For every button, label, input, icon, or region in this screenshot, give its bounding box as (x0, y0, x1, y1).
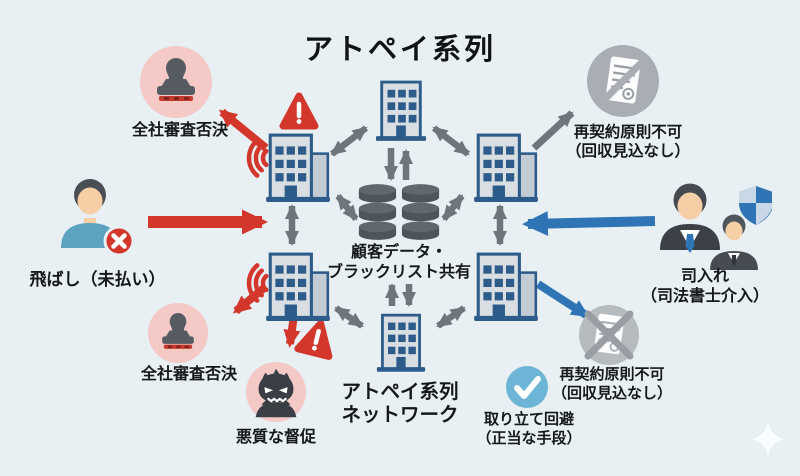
label-reject-top: 全社審査否決 (131, 122, 228, 139)
face (77, 187, 103, 215)
network-link-arrows (285, 110, 575, 329)
building-icon-top-left (264, 131, 332, 203)
label-tobashi: 飛ばし（未払い） (29, 270, 166, 289)
link-bottomleft-bottomcenter (334, 305, 364, 329)
rejection-stamp-icon-bottom (148, 303, 208, 363)
label-recontract-bottom-line1: 再契約原則不可 (559, 366, 665, 383)
signal-waves-icon-bottom (246, 263, 269, 303)
lawyers-icon (660, 183, 772, 270)
villain-icon (245, 361, 307, 423)
label-network: アトペイ系列 ネットワーク (325, 381, 475, 427)
link-topright-topcenter (432, 125, 470, 157)
warning-triangle-icon-bottom (294, 319, 333, 360)
contract-blocked-icon (587, 45, 659, 117)
label-shi-ire-line2: （司法書士介入） (640, 288, 769, 305)
label-toritate-line1: 取り立て回避 (483, 411, 574, 428)
x-badge-icon (103, 225, 135, 257)
defaulter-person-icon (61, 179, 135, 257)
building-icon-top-center (374, 79, 428, 143)
sparkle-icon (752, 421, 784, 457)
contract-crossed-icon (579, 305, 639, 365)
label-network-line1: アトペイ系列 (341, 381, 459, 403)
label-database-line1: 顧客データ・ (350, 244, 447, 261)
label-recontract-bottom: 再契約原則不可 （回収見込なし） (535, 366, 689, 404)
page-title: アトペイ系列 (303, 34, 496, 66)
label-shi-ire-line1: 司入れ (680, 268, 729, 285)
label-database: 顧客データ・ ブラックリスト共有 (315, 243, 483, 283)
shared-database-icon (358, 184, 440, 240)
label-reject-bottom: 全社審査否決 (140, 366, 237, 383)
arrow-to-no-recontract-top (531, 110, 575, 151)
label-akushitsu: 悪質な督促 (235, 429, 316, 446)
signal-waves-icon-top (246, 138, 269, 178)
link-database-topleft (335, 193, 359, 222)
link-bottomright-bottomcenter (436, 305, 466, 329)
building-icon-top-right (472, 131, 540, 203)
label-recontract-top-line2: （回収見込なし） (565, 143, 690, 161)
building-icon-network (375, 311, 427, 375)
label-recontract-bottom-line2: （回収見込なし） (551, 384, 672, 402)
label-toritate-line2: （正当な手段） (476, 429, 582, 447)
link-topleft-topcenter (330, 125, 368, 157)
arrow-lawyer-to-building (522, 211, 656, 237)
shield-icon (739, 186, 772, 225)
label-recontract-top-line1: 再契約原則不可 (573, 124, 683, 141)
label-network-line2: ネットワーク (341, 404, 459, 426)
arrow-building-to-no-recontract-bottom (535, 280, 590, 319)
label-recontract-top: 再契約原則不可 （回収見込なし） (552, 123, 704, 162)
label-toritate: 取り立て回避 （正当な手段） (452, 411, 606, 449)
warning-triangle-icon-top (279, 92, 319, 130)
blue-arrows (522, 211, 656, 319)
check-circle-icon (506, 366, 548, 408)
label-shi-ire: 司入れ （司法書士介入） (627, 267, 783, 307)
label-database-line2: ブラックリスト共有 (326, 264, 471, 281)
link-database-topright (441, 193, 465, 222)
